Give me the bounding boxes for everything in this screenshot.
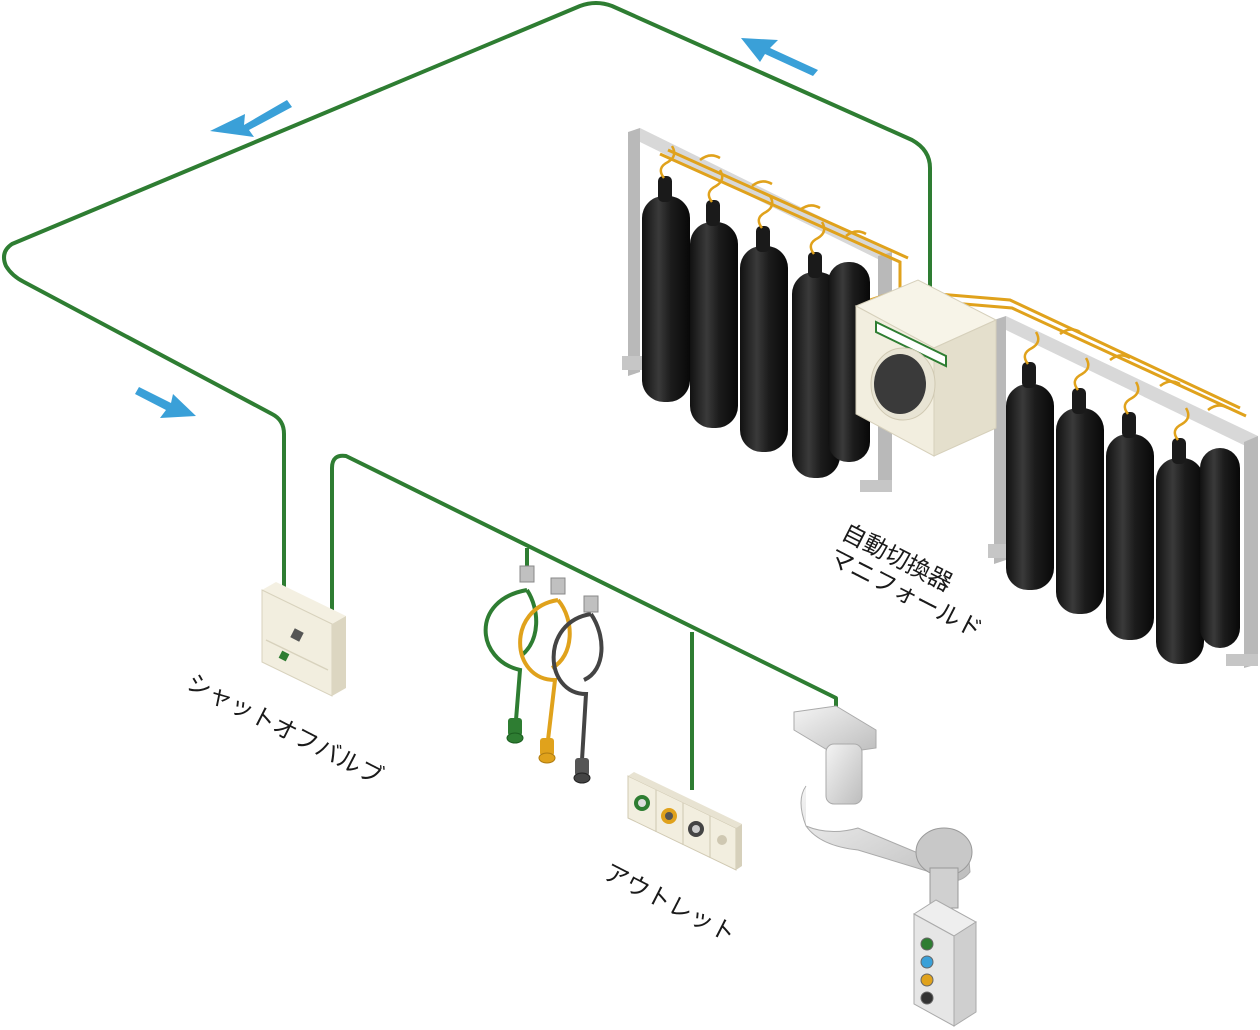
right-cylinders — [1006, 328, 1240, 664]
hose-assemblies — [483, 588, 604, 761]
flow-arrows — [135, 38, 818, 418]
right-rack — [988, 316, 1258, 668]
shutoff-valve-box — [261, 582, 346, 697]
flow-arrow-icon — [135, 387, 196, 418]
flow-arrow-icon — [741, 38, 818, 76]
ceiling-pendant — [793, 705, 977, 1027]
main-supply-pipe — [2, 1, 932, 600]
hose-fittings — [506, 565, 599, 784]
wall-outlet-panel — [627, 772, 742, 871]
manifold-switch-box — [854, 279, 998, 457]
flow-arrow-icon — [210, 100, 292, 137]
